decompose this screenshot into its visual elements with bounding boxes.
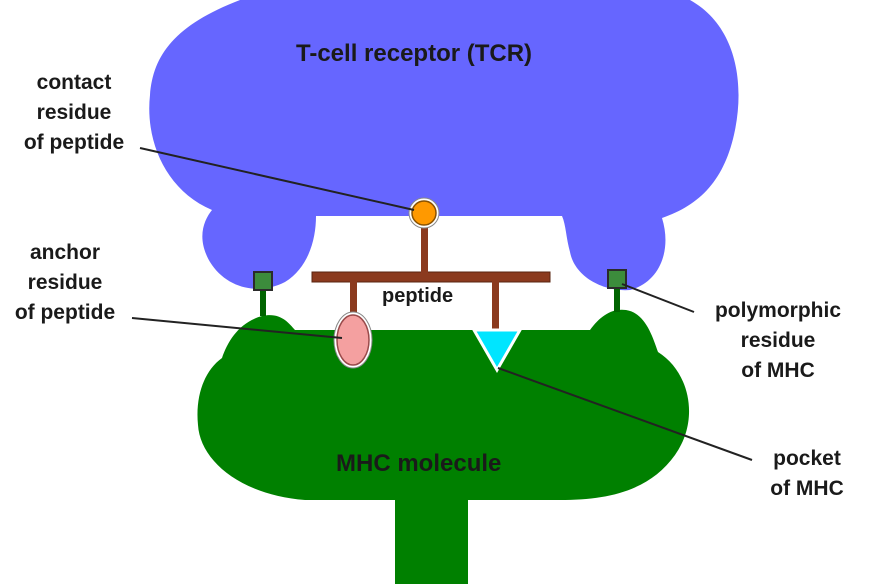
anchor-line-1: anchor [29, 241, 100, 264]
peptide-backbone [311, 224, 551, 332]
peptide-label: peptide [382, 285, 454, 307]
contact-residue [408, 197, 440, 229]
polymorphic-residue-left [253, 271, 273, 316]
anchor-line-2: residue [27, 271, 103, 294]
pocket-leader-line [497, 367, 753, 461]
pocket-of-mhc [471, 328, 523, 374]
pocket-label: pocket of MHC [752, 444, 862, 504]
polymorphic-leader-line [621, 283, 695, 313]
mhc-label: MHC molecule [336, 450, 502, 477]
tcr-label: T-cell receptor (TCR) [296, 40, 533, 67]
anchor-leader-line [131, 317, 343, 339]
anchor-residue-label: anchor residue of peptide [0, 238, 130, 328]
anchor-line-3: of peptide [14, 301, 116, 324]
polymorphic-residue-label: polymorphic residue of MHC [690, 296, 866, 386]
anchor-residue [333, 311, 373, 369]
contact-line-2: residue [36, 101, 112, 124]
pocket-line-2: of MHC [770, 477, 844, 500]
polymorphic-line-1: polymorphic [714, 299, 841, 322]
polymorphic-residue-right [607, 269, 627, 312]
contact-residue-label: contact residue of peptide [6, 68, 142, 158]
contact-leader-line [139, 147, 415, 211]
contact-line-1: contact [36, 71, 112, 94]
pocket-line-1: pocket [773, 447, 841, 470]
polymorphic-line-3: of MHC [741, 359, 815, 382]
polymorphic-line-2: residue [740, 329, 816, 352]
tcr-shape [149, 0, 739, 291]
mhc-shape [197, 309, 690, 584]
contact-line-3: of peptide [23, 131, 125, 154]
